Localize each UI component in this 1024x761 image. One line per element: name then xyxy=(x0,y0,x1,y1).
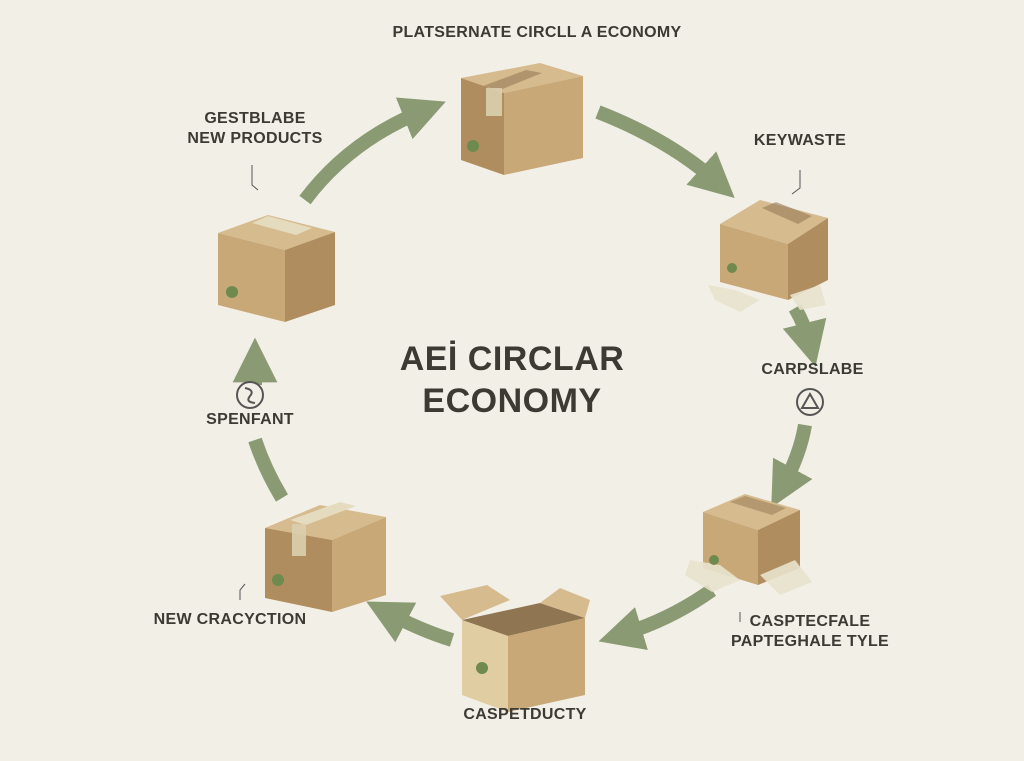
label-top-left-line1: GESTBLABE xyxy=(204,110,306,127)
box-bottom-left xyxy=(265,502,386,612)
arrow-top-left-to-top xyxy=(299,97,446,205)
arrow-bottom-to-bottom-left xyxy=(366,601,455,647)
leader-lines xyxy=(239,165,801,622)
arrow-right-upper-to-middle xyxy=(782,304,827,367)
cycle-arrows xyxy=(232,97,827,651)
center-title-line2: ECONOMY xyxy=(422,382,602,420)
box-top-left xyxy=(218,215,335,322)
arrow-bottom-left-to-left xyxy=(248,437,288,502)
label-bottom-right-line1: CASPTECFALE xyxy=(749,613,871,630)
swap-arrows-icon xyxy=(236,381,264,409)
box-bottom-center xyxy=(440,585,590,712)
leaf-icon xyxy=(226,286,238,298)
leaf-icon xyxy=(476,662,488,674)
arrow-top-to-right-upper xyxy=(595,105,735,198)
box-right-lower xyxy=(685,494,812,595)
label-top-left-line2: NEW PRODUCTS xyxy=(187,130,323,147)
label-right-upper: KEYWASTE xyxy=(753,132,847,149)
arrow-right-middle-to-lower xyxy=(771,423,813,508)
center-title: AEİ CIRCLAR ECONOMY xyxy=(362,338,662,422)
label-bottom-center: CASPETDUCTY xyxy=(463,706,587,723)
leaf-icon xyxy=(727,263,737,273)
recycle-triangle-icon xyxy=(796,388,824,416)
label-bottom-left: NEW CRACYCTION xyxy=(153,611,307,628)
box-right-upper xyxy=(708,200,828,312)
center-title-line1: AEİ CIRCLAR xyxy=(399,340,625,378)
box-top-center xyxy=(461,63,583,175)
label-right-middle: CARPSLABE xyxy=(761,361,864,378)
leaf-icon xyxy=(709,555,719,565)
label-left-middle: SPENFANT xyxy=(206,411,294,428)
leaf-icon xyxy=(272,574,284,586)
label-bottom-right-line2: PAPTEGHALE TYLE xyxy=(731,633,889,650)
top-title: PLATSERNATE CIRCLL A ECONOMY xyxy=(392,24,682,41)
arrow-lower-right-to-bottom xyxy=(598,584,717,651)
leaf-icon xyxy=(467,140,479,152)
